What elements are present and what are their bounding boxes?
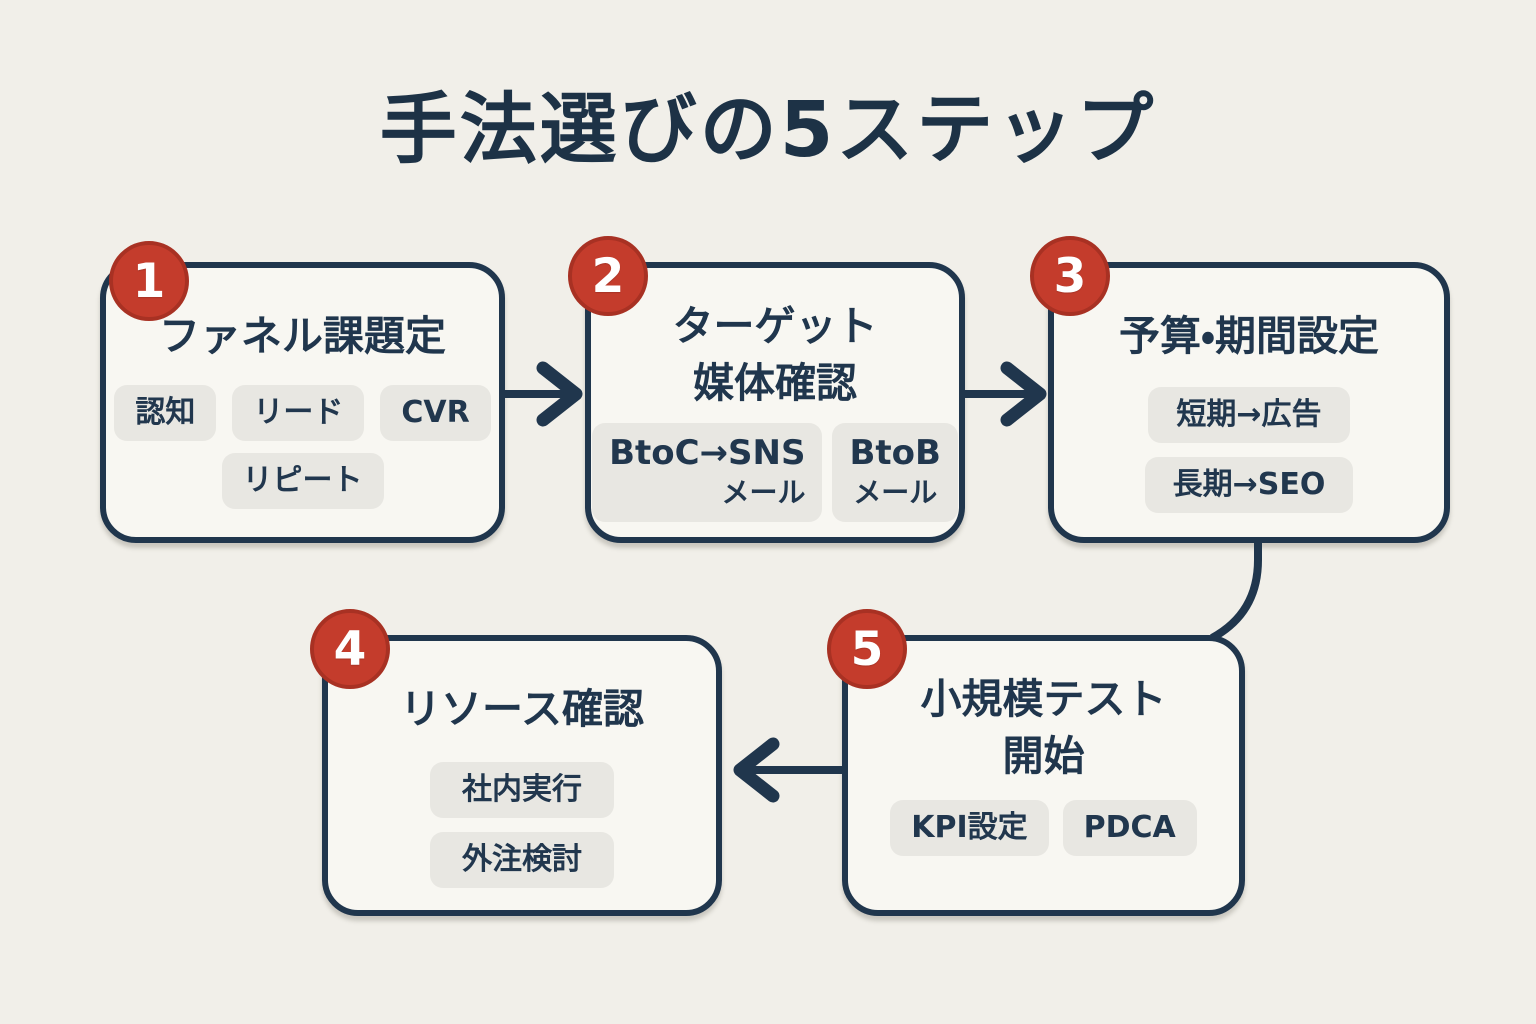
step-number-badge: 1 — [109, 241, 189, 321]
step-number-badge: 3 — [1030, 236, 1110, 316]
connector-curve — [1210, 541, 1262, 642]
step-box-2: ターゲット 媒体確認 BtoC→SNS メール BtoB メール — [585, 262, 965, 543]
tag-chip: BtoC→SNS メール — [592, 423, 823, 522]
step-number: 2 — [591, 248, 625, 304]
step-box-3: 予算・期間設定 短期→広告 長期→SEO — [1048, 262, 1450, 543]
tag-chip: 短期→広告 — [1148, 386, 1350, 443]
arrow-left-icon — [733, 737, 842, 803]
tag-chip: リード — [232, 384, 365, 441]
step-number: 1 — [132, 253, 166, 309]
step-title-line2: 開始 — [1002, 731, 1085, 780]
page-title: 手法選びの5ステップ — [379, 86, 1157, 175]
step-box-5: 小規模テスト 開始 KPI設定 PDCA — [842, 635, 1245, 916]
step-box-1: ファネル課題定 認知 リード CVR リピート — [100, 262, 505, 543]
tag-line1: BtoC→SNS — [609, 433, 806, 474]
step-number-badge: 2 — [568, 236, 648, 316]
step-title-line1: 小規模テスト — [920, 675, 1167, 723]
tag-chip: リピート — [221, 452, 384, 509]
arrow-right-icon — [505, 361, 583, 427]
tag-line1: BtoB — [849, 433, 941, 474]
tag-line2: メール — [721, 475, 806, 509]
step-title: ファネル課題定 — [159, 312, 446, 360]
step-number: 5 — [850, 621, 884, 677]
tag-chip: BtoB メール — [832, 423, 958, 522]
tag-chip: 認知 — [114, 384, 217, 441]
tag-chip: 社内実行 — [430, 761, 614, 818]
step-box-4: リソース確認 社内実行 外注検討 — [322, 635, 722, 916]
step-number-badge: 5 — [827, 609, 907, 689]
step-title: ターゲット 媒体確認 — [673, 298, 878, 411]
step-title-line1: ターゲット — [672, 302, 878, 350]
step-number-badge: 4 — [310, 609, 390, 689]
step-title: 予算・期間設定 — [1119, 312, 1379, 360]
tag-chip: CVR — [380, 384, 491, 441]
tag-line2: メール — [853, 475, 938, 509]
step-title: 小規模テスト 開始 — [921, 671, 1167, 784]
tag-chip: 長期→SEO — [1144, 456, 1354, 513]
step-number: 4 — [333, 621, 367, 677]
step-title: リソース確認 — [400, 685, 644, 733]
tag-chip: 外注検討 — [430, 831, 614, 888]
tag-chip: KPI設定 — [890, 800, 1049, 857]
step-number: 3 — [1053, 248, 1087, 304]
tag-chip: PDCA — [1062, 800, 1197, 857]
step-title-line2: 媒体確認 — [693, 358, 857, 407]
arrow-right-icon — [965, 361, 1047, 427]
